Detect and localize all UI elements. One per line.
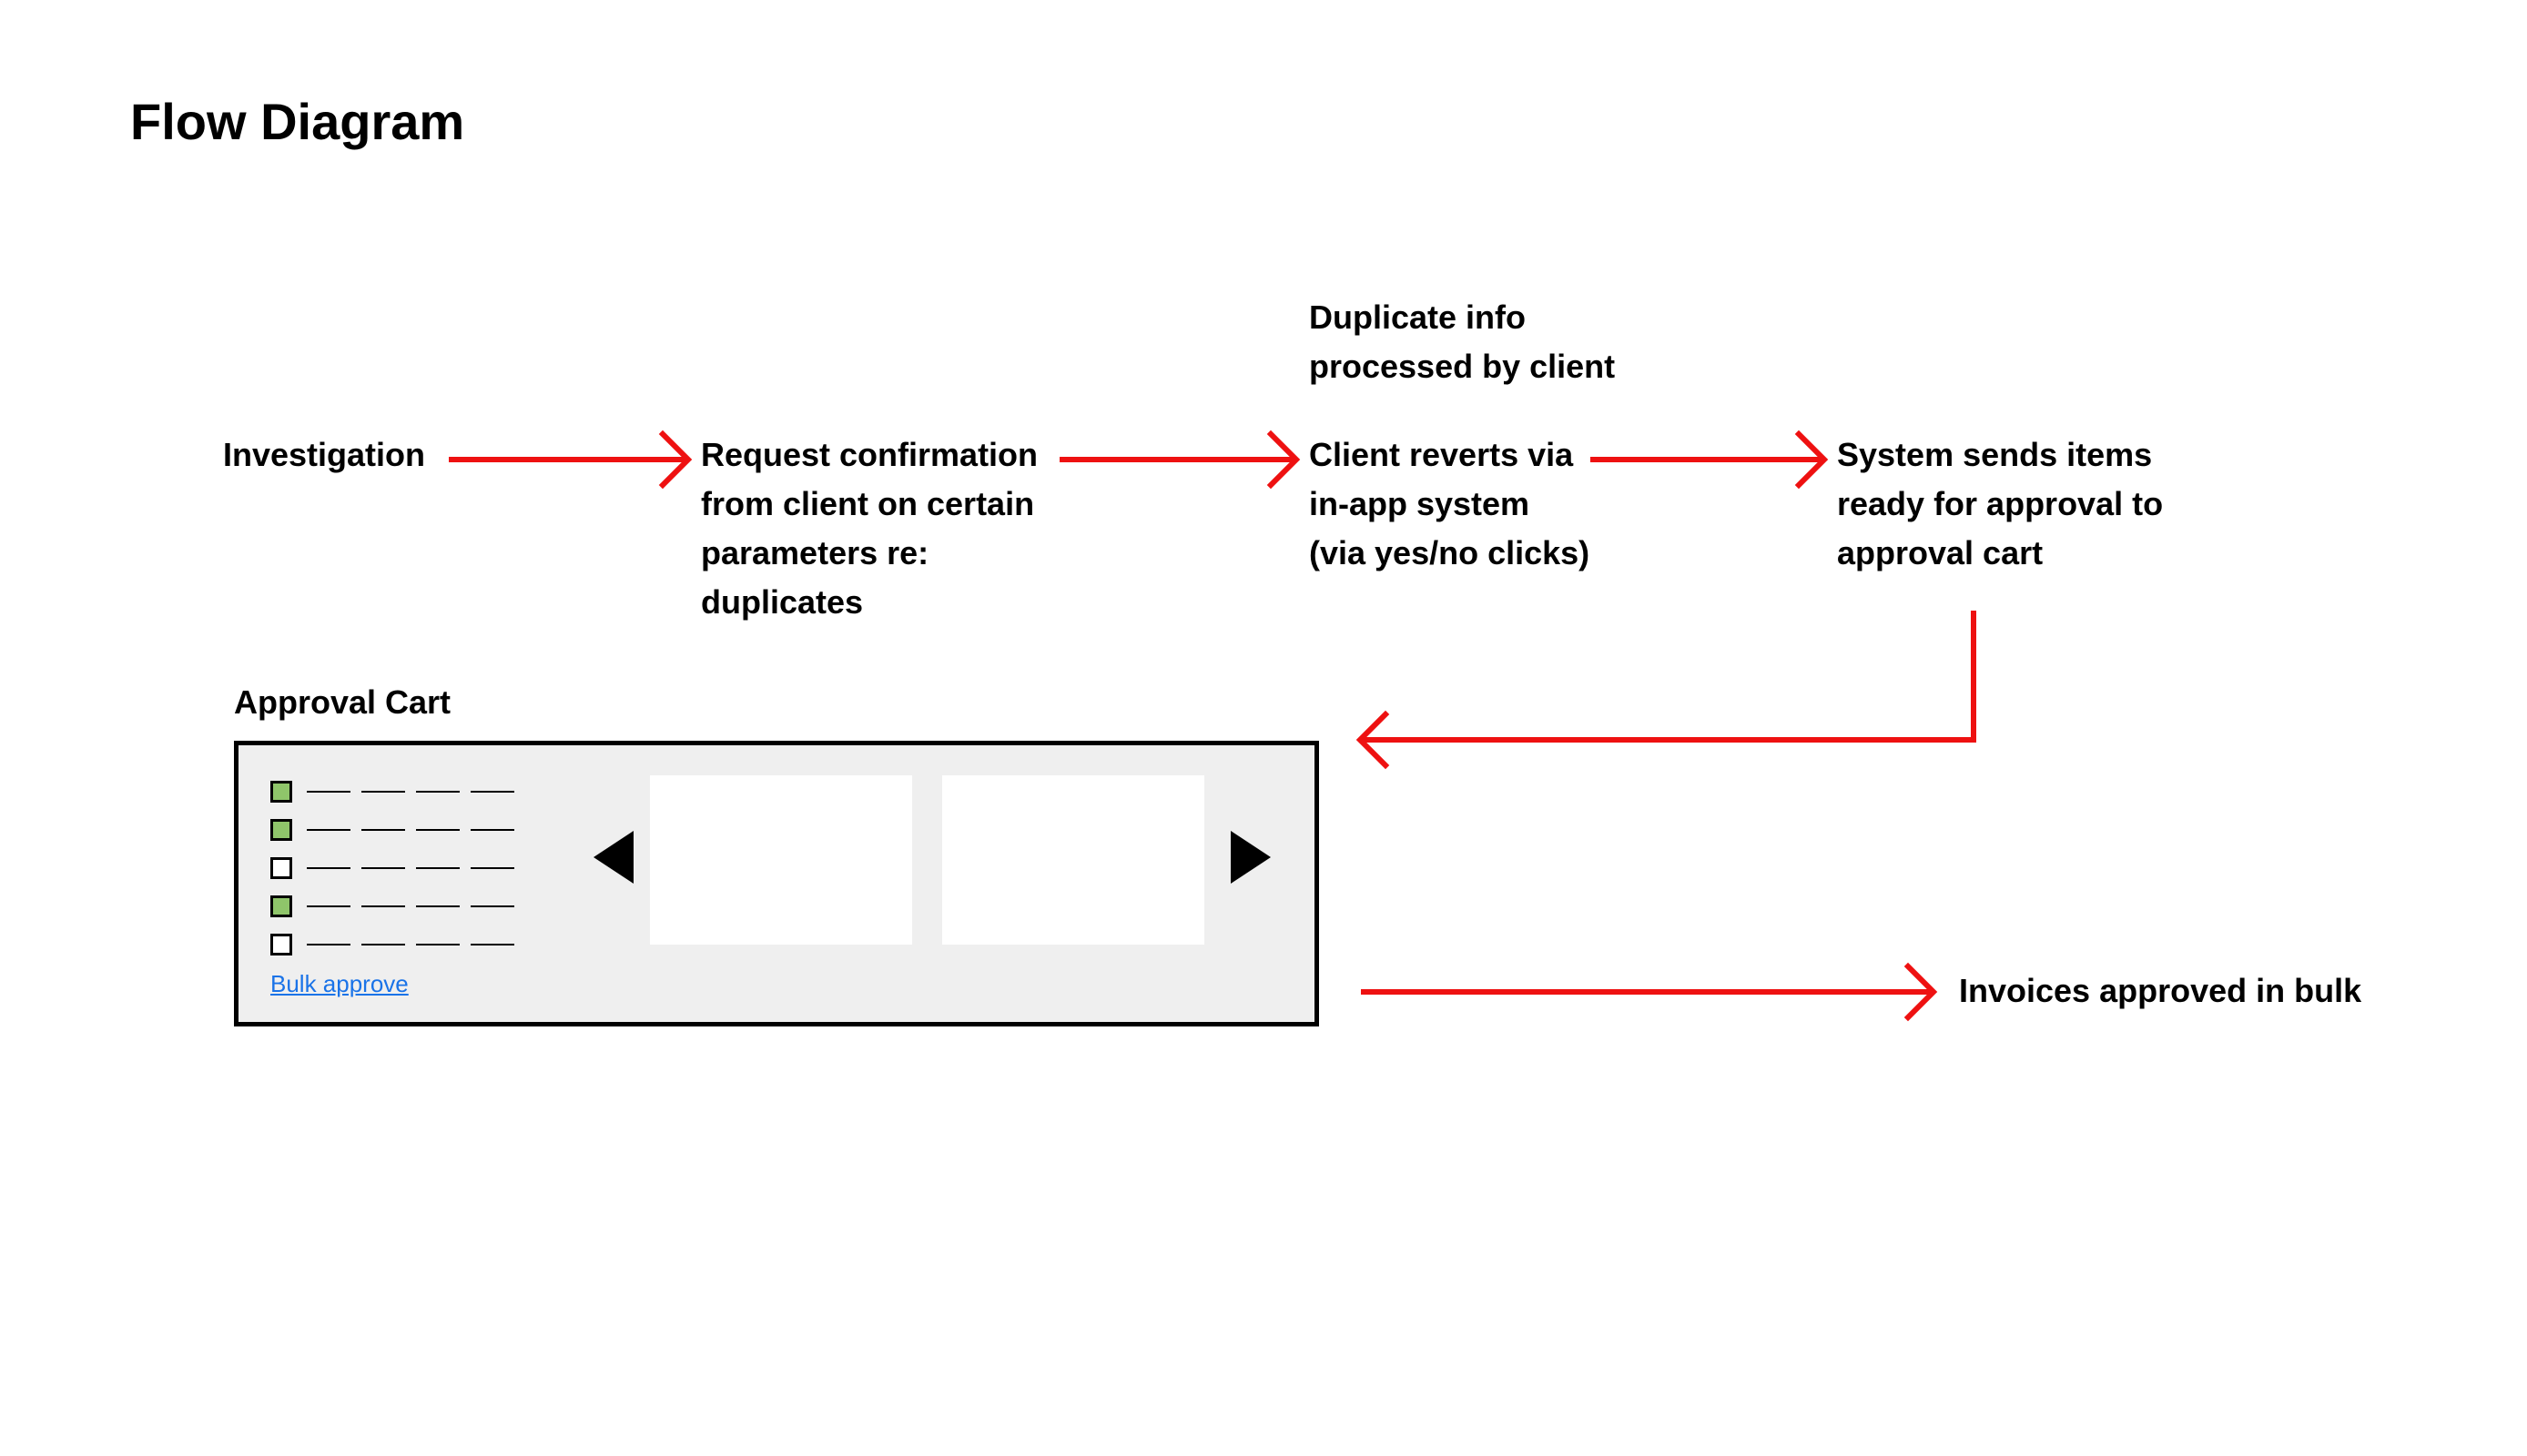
arrow-client-to-system [1590,430,1829,490]
next-arrow-button[interactable] [1231,831,1271,884]
placeholder-text-line [307,829,350,831]
placeholder-text-line [471,944,514,945]
placeholder-text-line [471,829,514,831]
node-duplicate-info-note: Duplicate info processed by client [1309,298,1616,385]
placeholder-text-line [416,867,460,869]
approval-cart-label: Approval Cart [234,683,452,721]
checkbox-unchecked[interactable] [270,857,292,879]
placeholder-text-line [416,829,460,831]
placeholder-text-line [361,829,405,831]
arrow-system-to-cart [1355,611,1976,770]
prev-arrow-button[interactable] [594,831,634,884]
approval-cart-panel: Bulk approve [234,741,1319,1026]
page-title: Flow Diagram [130,93,465,150]
arrow-cart-to-invoices [1361,962,1938,1022]
cart-row [270,887,525,925]
cart-row [270,849,525,887]
cart-row [270,773,525,811]
node-system-sends: System sends items ready for approval to… [1837,436,2164,571]
checkbox-checked[interactable] [270,781,292,803]
placeholder-text-line [307,905,350,907]
triangle-left-icon [594,831,634,884]
placeholder-text-line [307,867,350,869]
node-invoices-approved: Invoices approved in bulk [1959,972,2362,1009]
placeholder-text-line [416,944,460,945]
placeholder-text-line [361,905,405,907]
cart-item-list [270,773,525,964]
triangle-right-icon [1231,831,1271,884]
node-request-confirmation: Request confirmation from client on cert… [701,436,1039,621]
cart-row [270,925,525,964]
placeholder-text-line [361,867,405,869]
checkbox-checked[interactable] [270,895,292,917]
placeholder-text-line [361,791,405,793]
placeholder-text-line [471,905,514,907]
checkbox-checked[interactable] [270,819,292,841]
placeholder-text-line [307,944,350,945]
placeholder-text-line [361,944,405,945]
preview-card[interactable] [650,775,912,945]
placeholder-text-line [471,867,514,869]
arrow-request-to-client [1060,430,1301,490]
cart-row [270,811,525,849]
placeholder-text-line [471,791,514,793]
bulk-approve-link[interactable]: Bulk approve [270,970,409,997]
placeholder-text-line [416,791,460,793]
placeholder-text-line [307,791,350,793]
checkbox-unchecked[interactable] [270,934,292,956]
node-investigation: Investigation [223,436,426,473]
arrow-investigation-to-request [449,430,693,490]
placeholder-text-line [416,905,460,907]
preview-card[interactable] [942,775,1204,945]
node-client-reverts: Client reverts via in-app system (via ye… [1309,436,1590,571]
